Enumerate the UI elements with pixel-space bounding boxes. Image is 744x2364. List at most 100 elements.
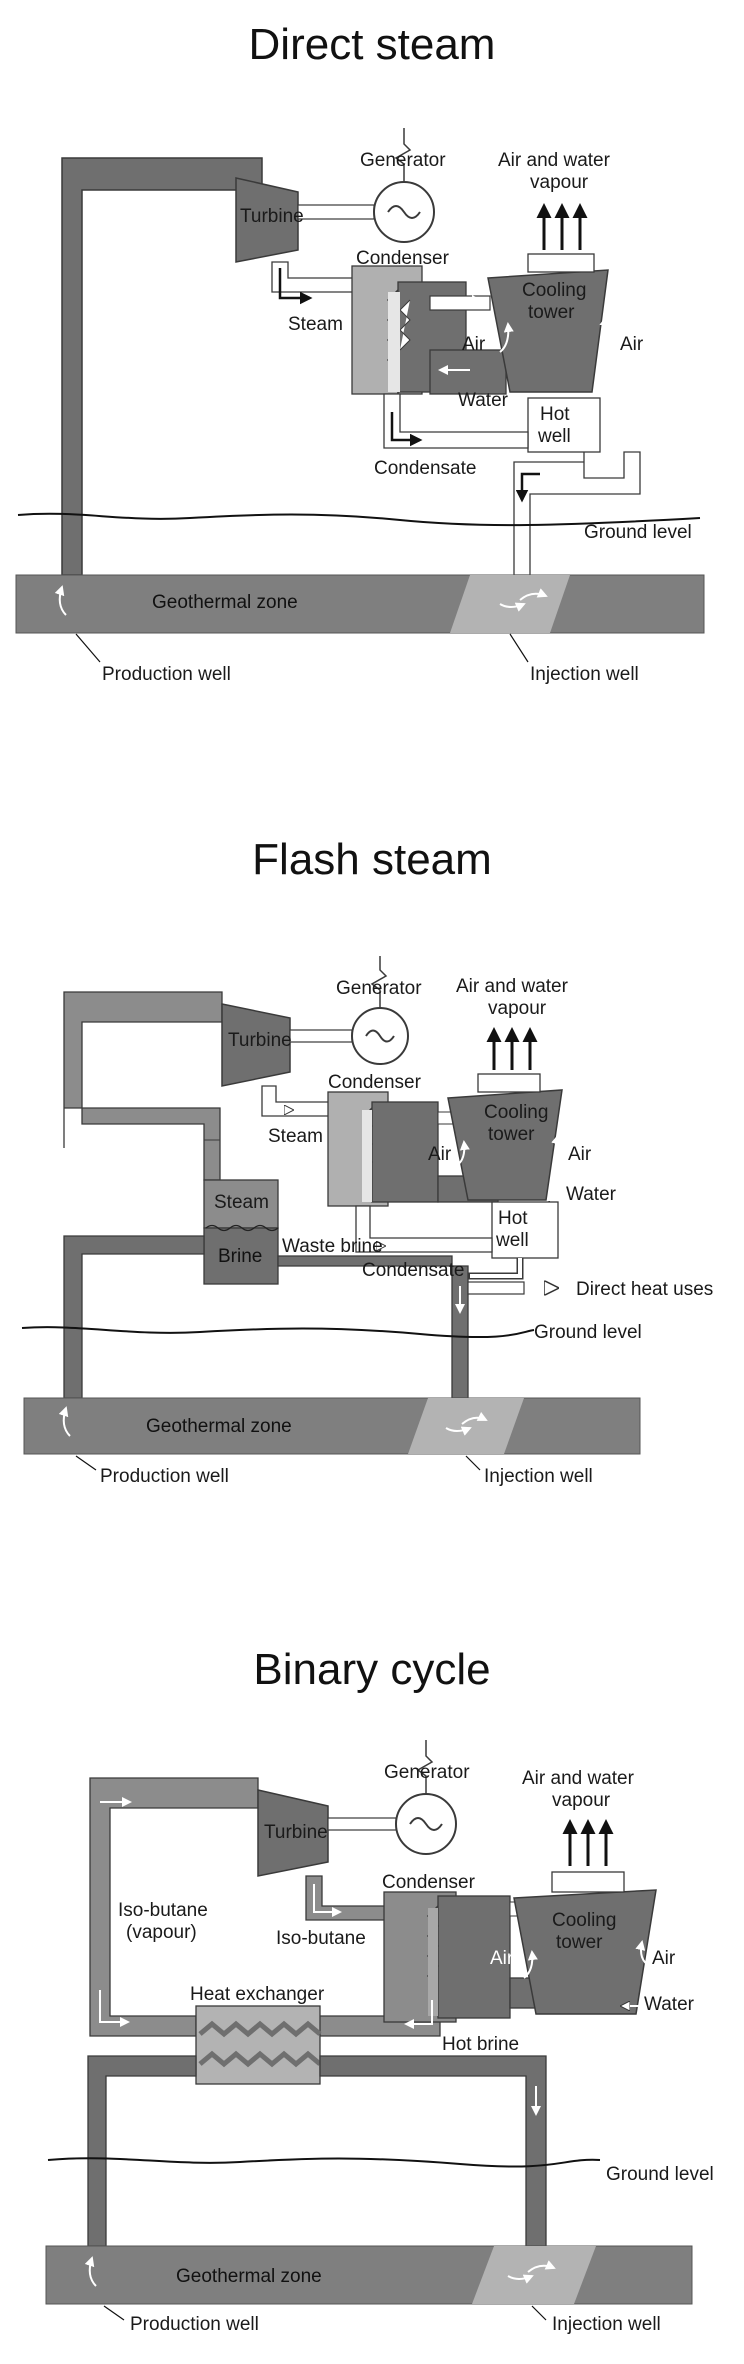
flash-turbine	[221, 1003, 291, 1087]
binary-cycle-diagram: Generator Air and water vapour Turbine C…	[45, 1740, 714, 2335]
binary-generator-label: Generator	[384, 1762, 470, 1783]
binary-iso-butane-vapour-label-2: (vapour)	[126, 1922, 197, 1943]
flash-water-label: Water	[566, 1184, 617, 1205]
binary-production-well-label: Production well	[130, 2314, 259, 2335]
flash-air-left-label: Air	[428, 1144, 452, 1165]
direct-production-pipe	[61, 157, 263, 576]
direct-steam-label: Steam	[288, 314, 343, 335]
flash-injection-well-label: Injection well	[484, 1466, 593, 1487]
direct-cooling-tower	[487, 269, 609, 393]
flash-turbine-label: Turbine	[228, 1030, 292, 1051]
flash-direct-heat-uses-label: Direct heat uses	[576, 1279, 713, 1300]
flash-brine-label: Brine	[218, 1246, 262, 1267]
flash-steam-loop	[63, 991, 223, 1181]
binary-hot-brine-label: Hot brine	[442, 2034, 519, 2055]
binary-condenser-label: Condenser	[382, 1872, 476, 1893]
binary-air-left-label: Air	[490, 1948, 514, 1969]
direct-generator-label: Generator	[360, 150, 446, 171]
direct-turbine	[235, 177, 299, 263]
binary-injection-well-label: Injection well	[552, 2314, 661, 2335]
binary-air-water-vapour-label-2: vapour	[552, 1790, 611, 1811]
flash-steam-title: Flash steam	[252, 835, 492, 884]
binary-vapour-arrows	[562, 1819, 614, 1866]
direct-air-right-label: Air	[620, 334, 644, 355]
flash-geothermal-zone	[23, 1397, 641, 1455]
flash-steam-pipe-label: Steam	[268, 1126, 323, 1147]
binary-heat-exchanger	[195, 2005, 321, 2085]
flash-hot-well-outflow	[468, 1258, 524, 1280]
direct-production-well-label: Production well	[102, 664, 231, 685]
flash-production-well-label: Production well	[100, 1466, 229, 1487]
direct-cooling-tower-label-1: Cooling	[522, 280, 586, 301]
direct-tower-cap	[527, 253, 595, 273]
direct-hot-well	[527, 397, 601, 453]
flash-air-water-vapour-label-1: Air and water	[456, 976, 569, 997]
direct-cooling-tower-label-2: tower	[528, 302, 575, 323]
flash-generator-label: Generator	[336, 978, 422, 999]
direct-generator-shaft	[297, 204, 375, 220]
flash-hot-well	[491, 1201, 559, 1259]
flash-hot-well-label-2: well	[495, 1230, 529, 1251]
binary-water-label: Water	[644, 1994, 695, 2015]
direct-condensate-arrow	[390, 412, 423, 447]
direct-condensate-label: Condensate	[374, 458, 476, 479]
flash-cooling-tower-label-2: tower	[488, 1124, 535, 1145]
flash-vapour-arrows	[486, 1027, 538, 1070]
flash-steam-tank-label: Steam	[214, 1192, 269, 1213]
flash-cooling-tower	[447, 1089, 563, 1201]
binary-ground-level-label: Ground level	[606, 2164, 714, 2185]
flash-condenser-label: Condenser	[328, 1072, 422, 1093]
direct-air-water-vapour-label-1: Air and water	[498, 150, 611, 171]
binary-air-right-label: Air	[652, 1948, 676, 1969]
direct-steam-diagram: Generator Air and water vapour Turbine C…	[15, 128, 705, 685]
direct-hot-well-label-1: Hot	[540, 404, 570, 425]
direct-steam-arrow	[278, 268, 313, 305]
direct-geothermal-zone	[15, 574, 705, 634]
binary-iso-butane-label: Iso-butane	[276, 1928, 366, 1949]
flash-geothermal-zone-label: Geothermal zone	[146, 1416, 292, 1437]
flash-ground-level-label: Ground level	[534, 1322, 642, 1343]
direct-steam-title: Direct steam	[248, 20, 496, 69]
binary-cooling-tower	[513, 1889, 657, 2015]
flash-separator-steam	[203, 1179, 279, 1229]
flash-steam-diagram: Generator Air and water vapour Turbine C…	[21, 956, 713, 1487]
flash-condensate-label: Condensate	[362, 1260, 464, 1281]
flash-waste-brine-label: Waste brine	[282, 1236, 383, 1257]
binary-geothermal-zone	[45, 2245, 693, 2305]
binary-air-water-vapour-label-1: Air and water	[522, 1768, 635, 1789]
binary-power-line-icon	[416, 1740, 434, 1794]
direct-ground-line	[17, 512, 701, 527]
binary-cycle-title: Binary cycle	[253, 1645, 491, 1694]
flash-tower-cap	[477, 1073, 541, 1093]
direct-water-label: Water	[458, 390, 509, 411]
flash-ground-line	[21, 1326, 535, 1339]
direct-ground-level-label: Ground level	[584, 522, 692, 543]
direct-turbine-label: Turbine	[240, 206, 304, 227]
flash-air-right-label: Air	[568, 1144, 592, 1165]
binary-heat-exchanger-label: Heat exchanger	[190, 1984, 325, 2005]
binary-cooling-tower-label-2: tower	[556, 1932, 603, 1953]
direct-geothermal-zone-label: Geothermal zone	[152, 592, 298, 613]
direct-air-left-label: Air	[462, 334, 486, 355]
flash-separator-brine	[203, 1227, 279, 1285]
binary-turbine	[257, 1789, 329, 1877]
direct-condenser-label: Condenser	[356, 248, 450, 269]
flash-production-pipe	[63, 1235, 205, 1399]
binary-tower-cap	[551, 1871, 625, 1893]
flash-hot-well-label-1: Hot	[498, 1208, 528, 1229]
direct-air-water-vapour-label-2: vapour	[530, 172, 589, 193]
binary-turbine-label: Turbine	[264, 1822, 328, 1843]
flash-power-line-icon	[370, 956, 388, 1008]
binary-iso-butane-vapour-label-1: Iso-butane	[118, 1900, 208, 1921]
binary-geothermal-zone-label: Geothermal zone	[176, 2266, 322, 2287]
flash-cooling-tower-label-1: Cooling	[484, 1102, 548, 1123]
direct-injection-arrow	[515, 472, 540, 503]
flash-air-water-vapour-label-2: vapour	[488, 998, 547, 1019]
direct-vapour-arrows	[536, 203, 588, 250]
binary-ground-line	[47, 2157, 601, 2168]
direct-power-line-icon	[394, 128, 412, 182]
binary-cooling-tower-label-1: Cooling	[552, 1910, 616, 1931]
direct-hot-well-label-2: well	[537, 426, 571, 447]
binary-hot-brine-pipe	[87, 2055, 197, 2247]
